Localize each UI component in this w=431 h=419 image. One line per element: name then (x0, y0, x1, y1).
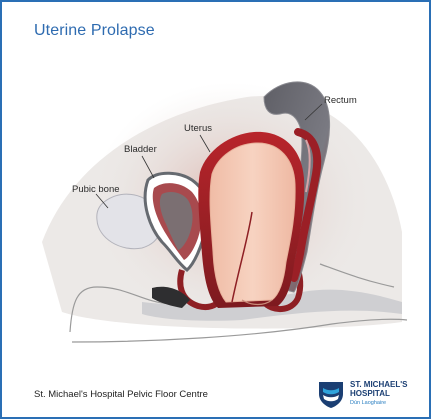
label-uterus: Uterus (184, 123, 212, 134)
label-pubic-bone: Pubic bone (72, 184, 120, 195)
logo-line2: HOSPITAL (350, 389, 390, 398)
label-bladder: Bladder (124, 144, 157, 155)
shield-icon (316, 379, 346, 409)
logo-location: Dún Laoghaire (350, 400, 386, 406)
logo-name: ST. MICHAEL'S HOSPITAL (350, 381, 407, 398)
hospital-logo: ST. MICHAEL'S HOSPITAL Dún Laoghaire (316, 379, 412, 411)
footer-caption: St. Michael's Hospital Pelvic Floor Cent… (34, 389, 208, 400)
label-rectum: Rectum (324, 95, 357, 106)
uterus-body (210, 143, 295, 302)
